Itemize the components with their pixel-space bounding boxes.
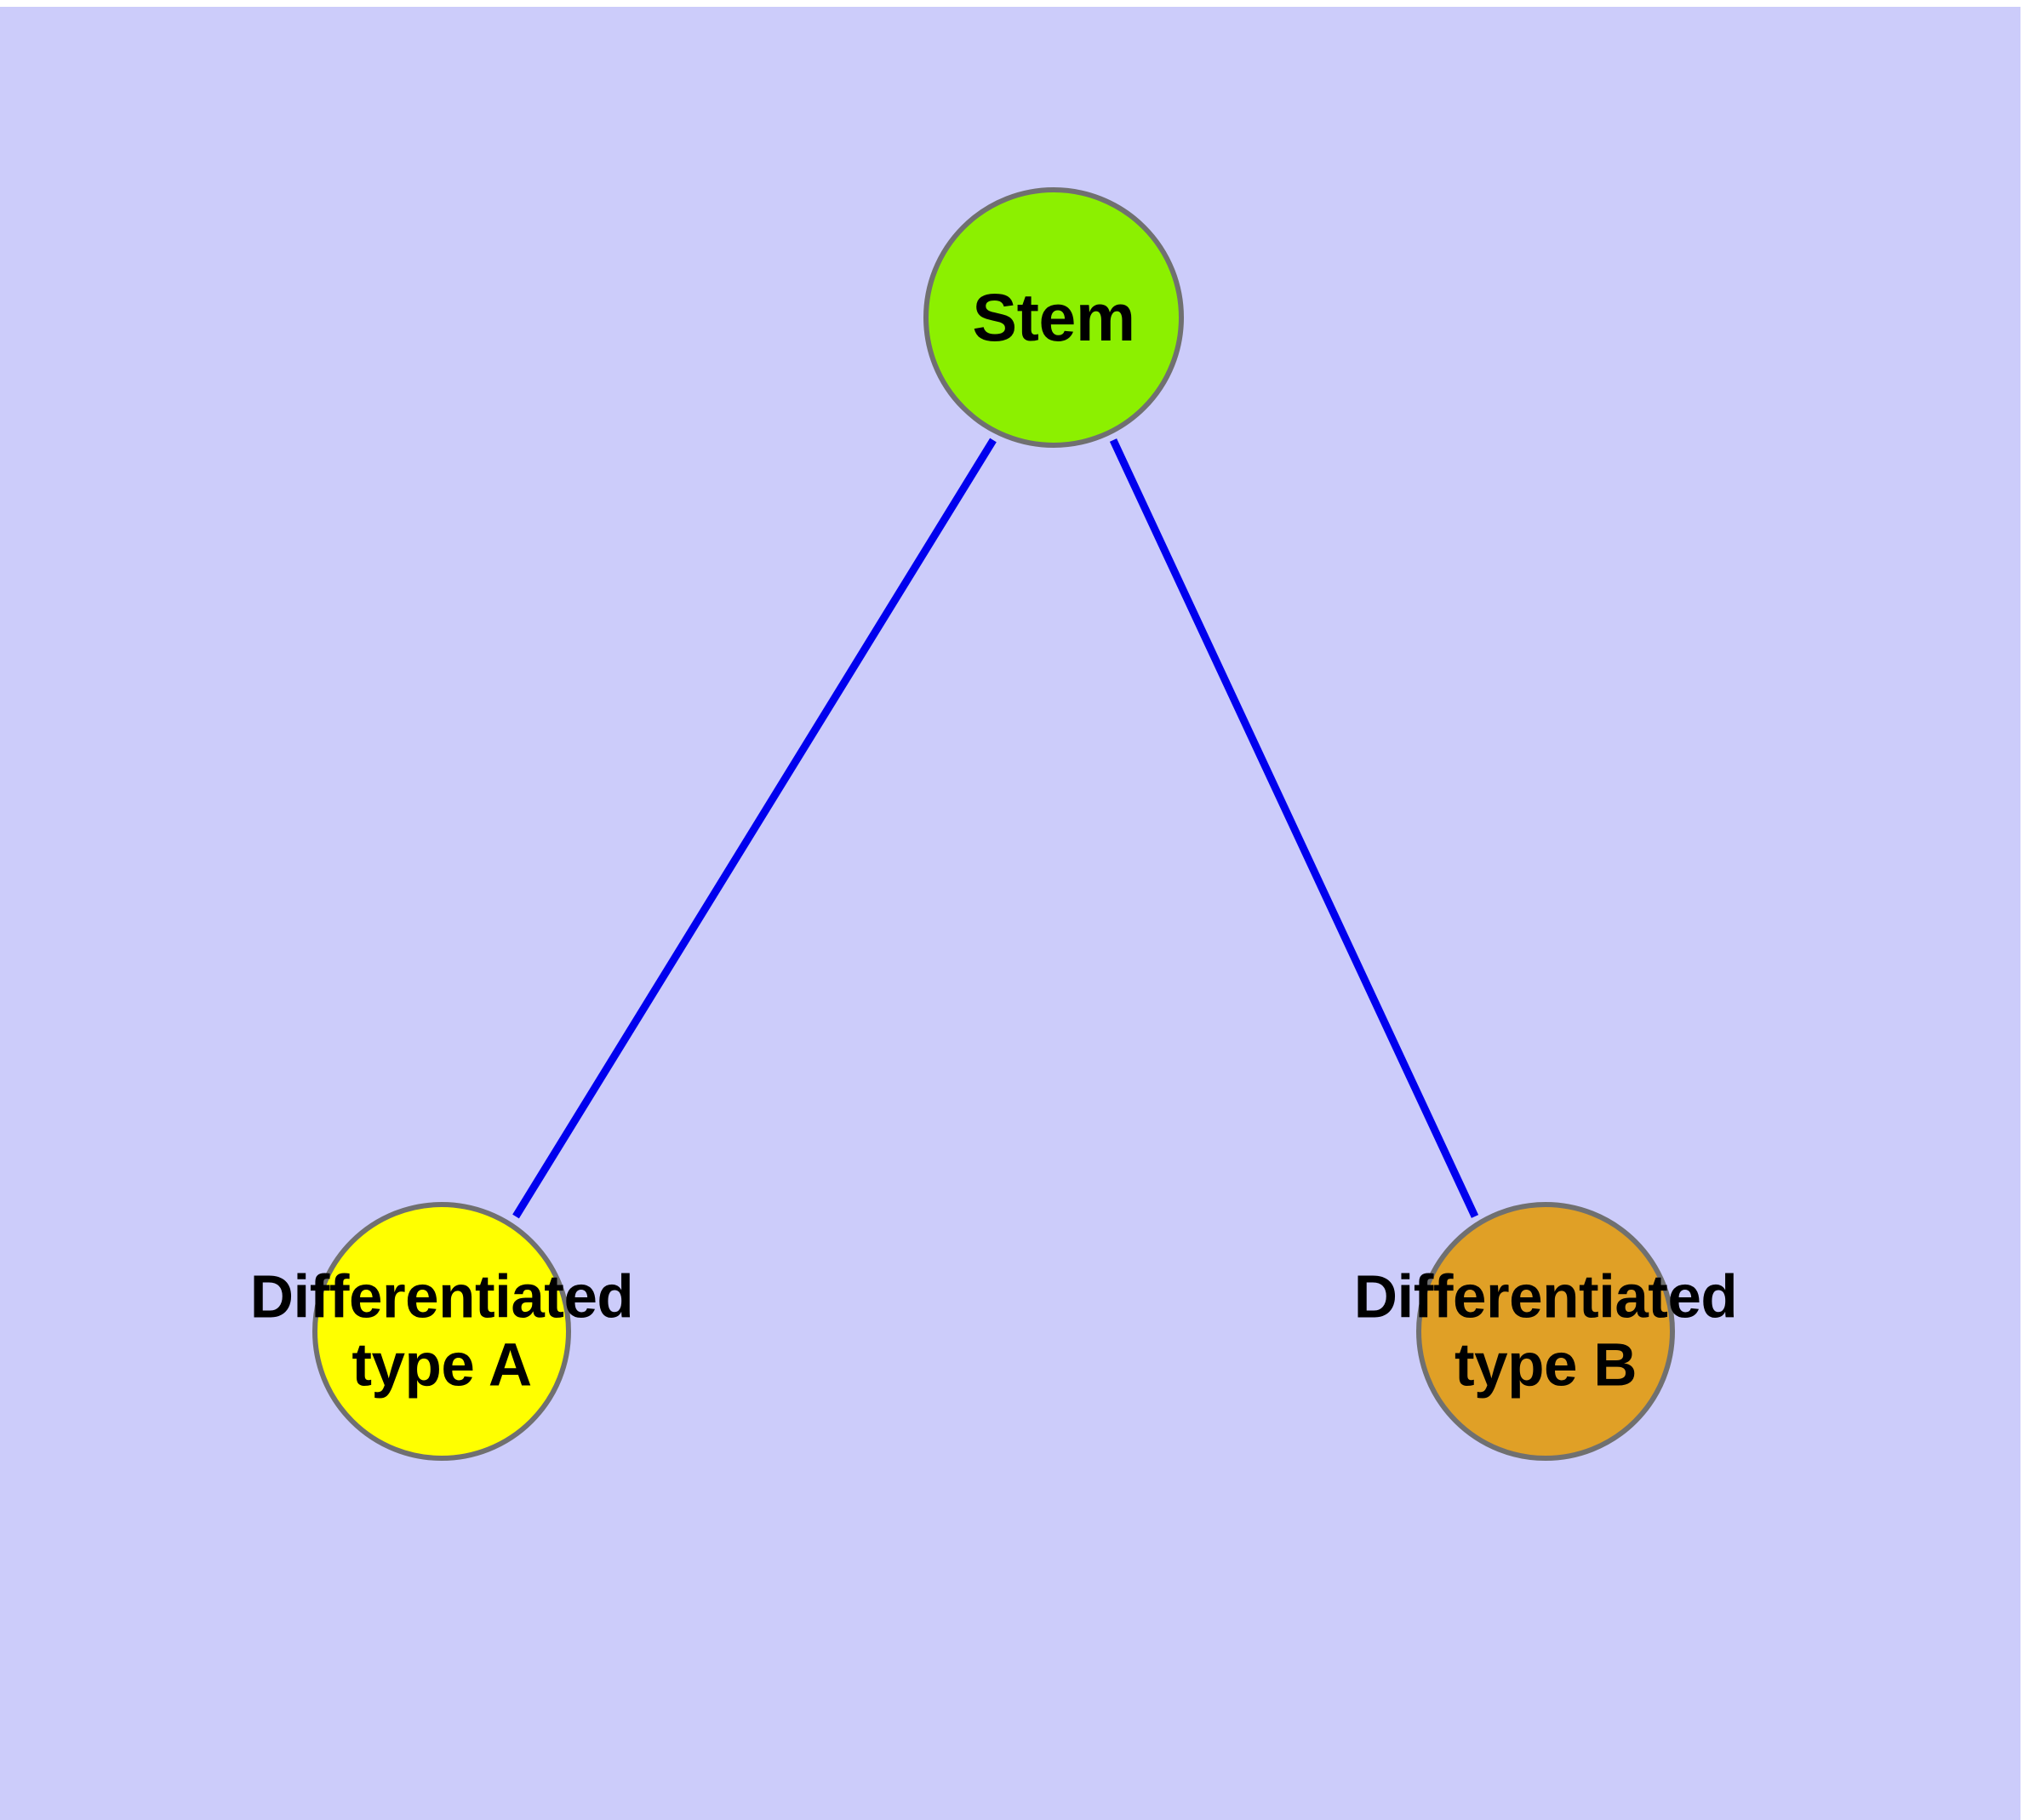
edge-stem-to-differentiated-type-b: [1109, 438, 1479, 1218]
edge-stem-to-differentiated-type-a: [512, 438, 997, 1219]
node-stem-label: Stem: [972, 278, 1135, 355]
node-differentiated-type-a-label: Differentiated type A: [249, 1263, 634, 1399]
node-stem[interactable]: Stem: [923, 187, 1184, 448]
node-differentiated-type-b-label: Differentiated type B: [1353, 1263, 1738, 1399]
node-differentiated-type-b[interactable]: Differentiated type B: [1354, 1202, 1738, 1461]
diagram-plot-panel: Stem Differentiated type A Differentiate…: [0, 7, 2020, 1820]
node-differentiated-type-a[interactable]: Differentiated type A: [250, 1202, 634, 1461]
